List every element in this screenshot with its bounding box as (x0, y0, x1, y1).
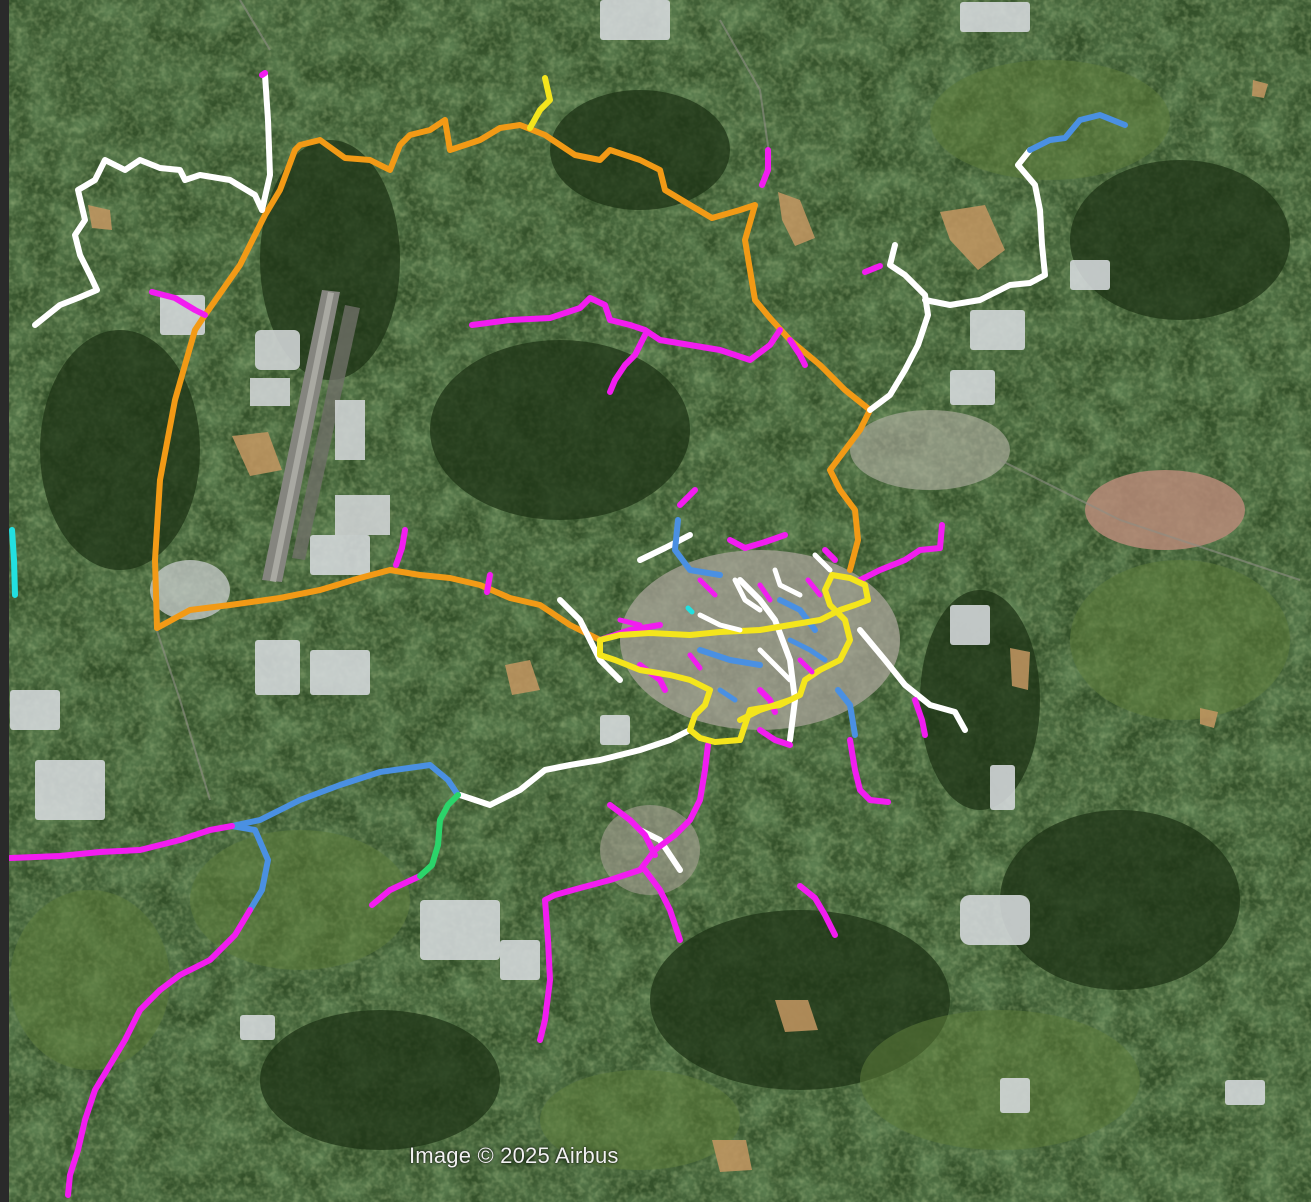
route-stroke[interactable] (417, 792, 461, 879)
route-stroke[interactable] (259, 70, 268, 78)
route-stroke[interactable] (759, 147, 771, 188)
route-stroke[interactable] (229, 762, 461, 829)
route-stroke[interactable] (797, 883, 838, 938)
route-stroke[interactable] (922, 147, 1048, 308)
route-stroke[interactable] (697, 612, 743, 633)
route-stroke[interactable] (457, 727, 693, 808)
route-stroke[interactable] (642, 867, 683, 943)
route-stroke[interactable] (672, 517, 723, 578)
route-stroke[interactable] (637, 827, 683, 873)
route-stroke[interactable] (812, 552, 833, 573)
route-stroke[interactable] (717, 687, 738, 703)
route-stroke[interactable] (805, 577, 823, 598)
route-stroke[interactable] (527, 75, 553, 131)
route-stroke[interactable] (7, 823, 235, 861)
route-stroke[interactable] (617, 617, 643, 628)
route-stroke[interactable] (9, 527, 18, 598)
white-routes[interactable] (32, 72, 1048, 873)
urban-areas (150, 410, 1245, 895)
cyan-route[interactable] (9, 527, 18, 598)
route-stroke[interactable] (697, 647, 763, 668)
route-stroke[interactable] (677, 487, 698, 508)
route-stroke[interactable] (607, 802, 658, 858)
route-stroke[interactable] (727, 532, 788, 551)
route-stroke[interactable] (757, 727, 793, 748)
route-stroke[interactable] (835, 687, 858, 738)
route-stroke[interactable] (697, 577, 718, 598)
downtown-route-cluster[interactable] (617, 552, 833, 703)
route-stroke[interactable] (152, 117, 873, 631)
route-stroke[interactable] (787, 637, 828, 663)
route-stroke[interactable] (149, 289, 208, 318)
route-stroke[interactable] (857, 627, 968, 733)
blue-routes[interactable] (229, 112, 1128, 913)
route-stroke[interactable] (772, 567, 803, 598)
route-stroke[interactable] (757, 647, 793, 683)
route-stroke[interactable] (557, 597, 623, 683)
route-stroke[interactable] (484, 572, 493, 595)
route-stroke[interactable] (154, 567, 603, 643)
route-stroke[interactable] (787, 337, 808, 368)
imagery-attribution: Image © 2025 Airbus (409, 1143, 619, 1168)
route-stroke[interactable] (757, 582, 773, 603)
local-roads (154, 0, 1301, 801)
route-stroke[interactable] (65, 907, 253, 1198)
window-edge (0, 0, 9, 1202)
route-stroke[interactable] (369, 873, 423, 908)
route-stroke[interactable] (393, 527, 408, 568)
route-stroke[interactable] (867, 242, 931, 413)
route-stroke[interactable] (685, 605, 695, 615)
route-stroke[interactable] (862, 263, 883, 275)
route-stroke[interactable] (597, 572, 871, 745)
route-stroke[interactable] (637, 532, 693, 563)
route-stroke[interactable] (229, 823, 271, 913)
route-stroke[interactable] (732, 577, 763, 613)
yellow-routes[interactable] (527, 75, 871, 745)
route-stroke[interactable] (259, 72, 273, 213)
route-stroke[interactable] (469, 295, 783, 363)
route-overlay (7, 70, 1128, 1198)
route-stroke[interactable] (822, 547, 838, 563)
greenhouse-areas (10, 0, 1265, 1113)
route-stroke[interactable] (737, 697, 793, 723)
green-route[interactable] (417, 792, 461, 879)
bare-soil-patches (88, 80, 1268, 1172)
route-stroke[interactable] (797, 657, 815, 675)
route-stroke[interactable] (737, 577, 798, 743)
route-stroke[interactable] (32, 157, 265, 328)
route-stroke[interactable] (847, 737, 891, 805)
route-stroke[interactable] (687, 652, 703, 671)
route-stroke[interactable] (537, 742, 711, 1043)
route-stroke[interactable] (607, 332, 648, 395)
route-stroke[interactable] (1027, 112, 1128, 153)
route-stroke[interactable] (857, 522, 945, 583)
airport-runway (250, 290, 390, 582)
route-stroke[interactable] (912, 697, 928, 738)
orange-ring-route[interactable] (152, 117, 873, 643)
field-patches (10, 60, 1290, 1170)
